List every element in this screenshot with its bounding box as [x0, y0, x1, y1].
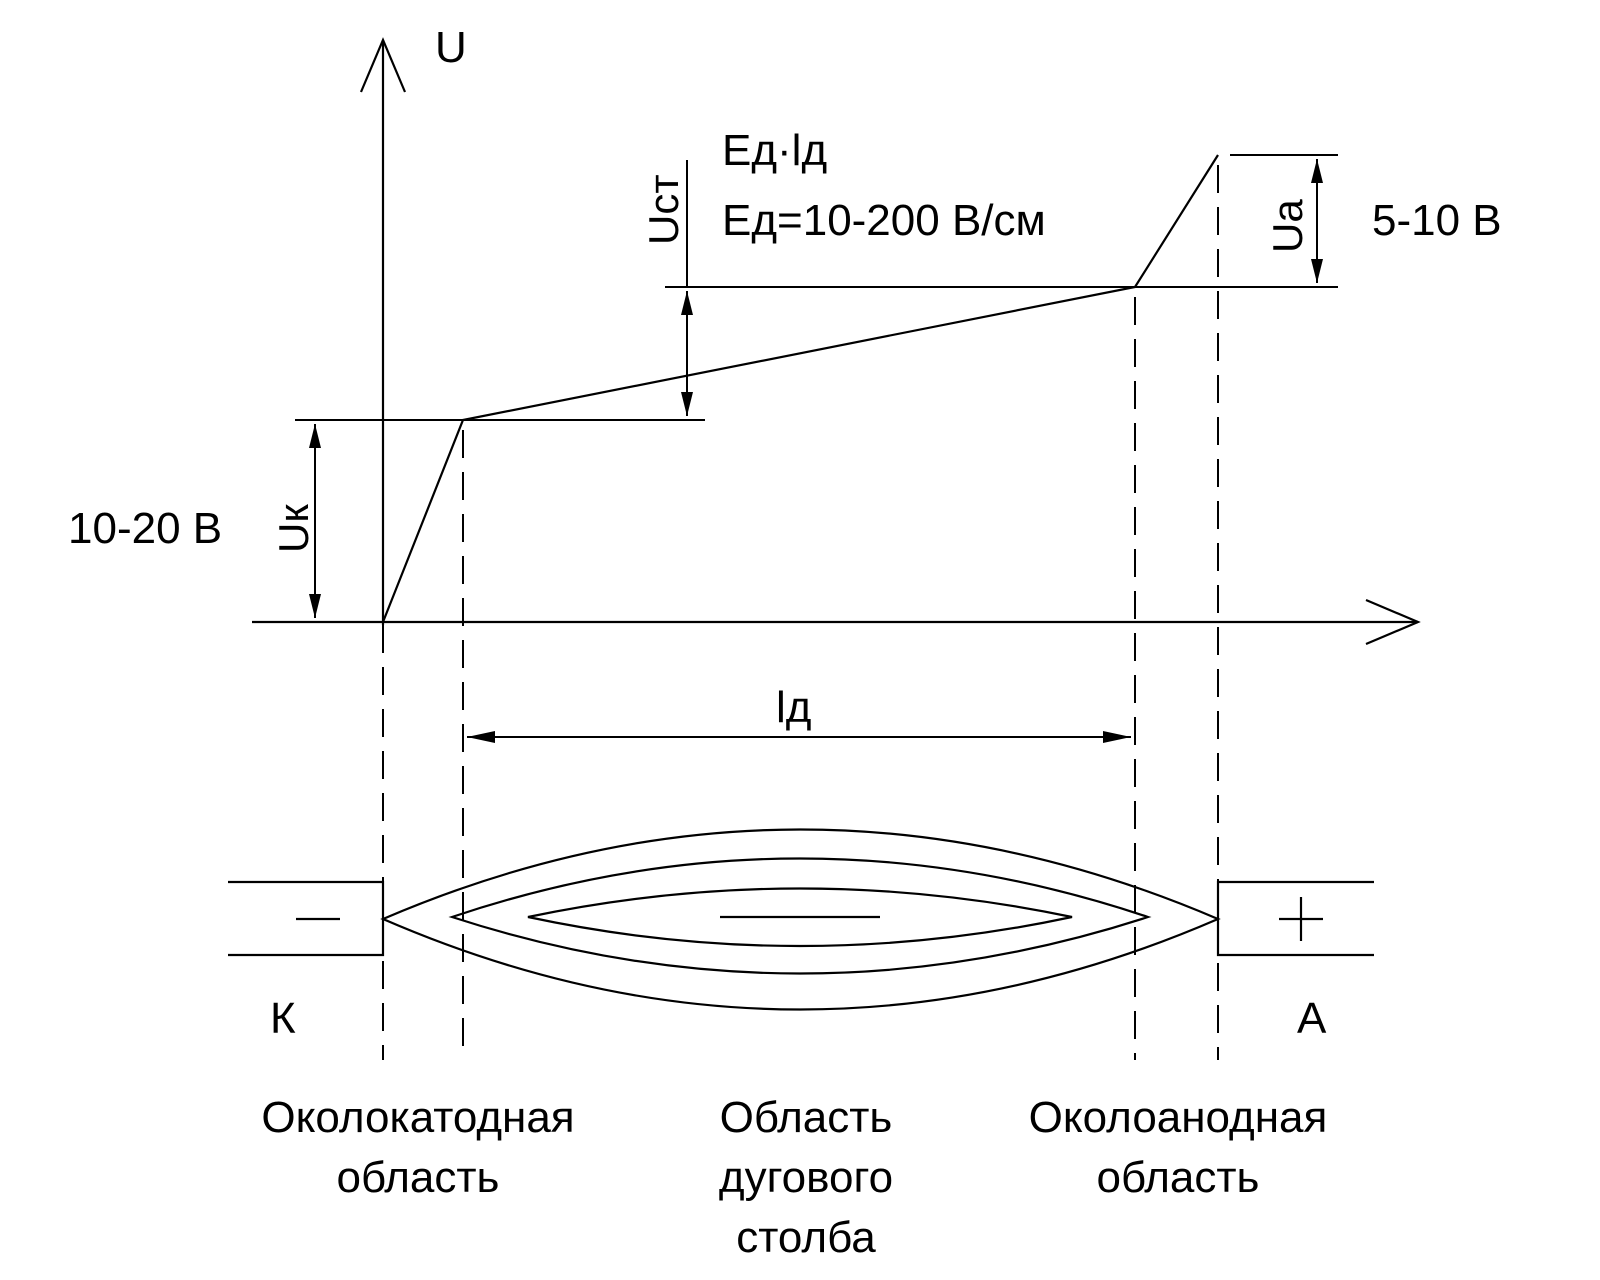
y-axis-label: U [435, 23, 467, 72]
anode-region-line-1: Околоанодная [1029, 1093, 1328, 1142]
anode-electrode [1216, 880, 1374, 957]
arc-inner-contour [527, 887, 1073, 948]
arc-middle-contour [448, 857, 1152, 975]
cathode-region-line-2: область [337, 1153, 500, 1202]
ld-arrow-head-right [1103, 731, 1131, 743]
ua-label: Ua [1264, 199, 1311, 253]
cathode-label: К [270, 994, 296, 1043]
ust-arrow-head-bottom [681, 392, 693, 416]
ust-arrow-head-top [681, 291, 693, 315]
anode-region-line-2: область [1097, 1153, 1260, 1202]
ust-label: Uст [640, 174, 687, 245]
arc-column [380, 828, 1221, 1011]
ua-arrow-head-top [1311, 159, 1323, 183]
ust-dimension: Uст Eд·lд Eд=10-200 В/см [640, 126, 1046, 416]
region-boundaries [382, 165, 1219, 1060]
column-region-line-3: столба [736, 1213, 876, 1262]
ua-value: 5-10 В [1372, 196, 1502, 245]
axes: U [252, 23, 1421, 646]
ld-arrow-head-left [467, 731, 495, 743]
ld-label: lд [776, 683, 811, 732]
cathode-region-line-1: Околокатодная [261, 1093, 574, 1142]
arc-outer-contour [380, 828, 1221, 1011]
uk-dimension: Uк 10-20 В [68, 424, 321, 618]
ua-arrow-head-bottom [1311, 259, 1323, 283]
ld-dimension: lд [467, 683, 1131, 743]
uk-value: 10-20 В [68, 504, 222, 553]
column-region-line-1: Область [720, 1093, 893, 1142]
uk-arrow-head-bottom [309, 594, 321, 618]
y-axis-arrow [359, 37, 407, 93]
region-captions: Околокатодная область Область дугового с… [261, 1093, 1327, 1262]
uk-label: Uк [270, 504, 317, 553]
ua-dimension: Ua 5-10 В [1264, 159, 1502, 283]
ed-value-label: Eд=10-200 В/см [722, 196, 1046, 245]
ed-ld-label: Eд·lд [722, 126, 827, 175]
x-axis-arrow [1365, 598, 1421, 646]
anode-label: А [1297, 994, 1327, 1043]
voltage-curve [381, 154, 1219, 623]
cathode-electrode [228, 880, 385, 957]
column-region-line-2: дугового [719, 1153, 893, 1202]
uk-arrow-head-top [309, 424, 321, 448]
